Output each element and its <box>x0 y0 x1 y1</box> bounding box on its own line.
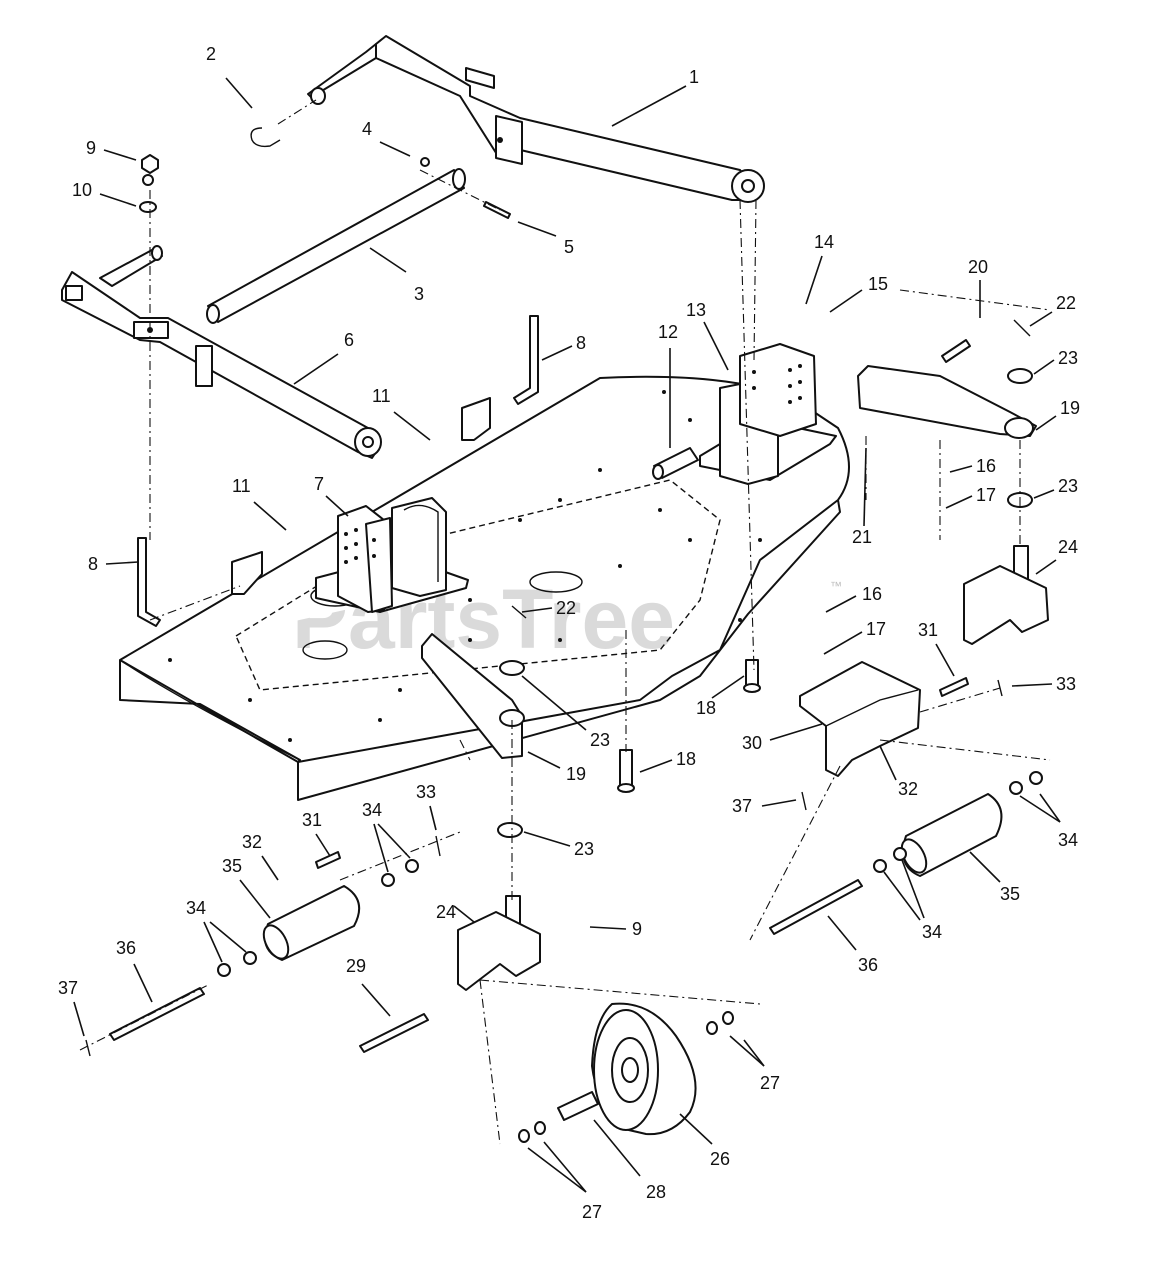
callout-23-c: 23 <box>590 730 610 750</box>
lift-link-rod <box>137 315 539 627</box>
callout-8-lower: 8 <box>88 554 98 574</box>
callout-18-upper: 18 <box>696 698 716 718</box>
callout-32-right: 32 <box>898 779 918 799</box>
pivot-rod <box>206 168 466 324</box>
callout-35-right: 35 <box>1000 884 1020 904</box>
pin <box>652 447 699 480</box>
assembly-centerlines <box>79 99 1051 1145</box>
bolt <box>315 339 971 869</box>
callout-31-right: 31 <box>918 620 938 640</box>
caster-arm-right <box>857 365 1037 439</box>
callout-28: 28 <box>646 1182 666 1202</box>
callout-16-upper: 16 <box>976 456 996 476</box>
washer <box>139 201 157 213</box>
watermark-trademark: ™ <box>830 579 842 593</box>
clevis-pin <box>420 157 511 219</box>
callout-19-left: 19 <box>566 764 586 784</box>
callout-1: 1 <box>689 67 699 87</box>
caster-fork-left <box>457 895 541 991</box>
callout-15: 15 <box>868 274 888 294</box>
link-bracket <box>231 397 491 595</box>
hanger-bracket-front <box>315 497 469 613</box>
hanger-bracket-rear <box>699 343 837 485</box>
callout-labels: 1 2 3 4 5 6 7 8 8 9 9 10 11 11 12 13 14 … <box>58 44 1080 1222</box>
callout-36-right: 36 <box>858 955 878 975</box>
wheel-spacer <box>518 1011 734 1143</box>
callout-13: 13 <box>686 300 706 320</box>
anti-scalp-roller <box>262 793 1003 961</box>
callout-24-left: 24 <box>436 902 456 922</box>
callout-21: 21 <box>852 527 872 547</box>
callout-24-right: 24 <box>1058 537 1078 557</box>
callout-2: 2 <box>206 44 216 64</box>
callout-31-left: 31 <box>302 810 322 830</box>
callout-23-a: 23 <box>1058 348 1078 368</box>
callout-23-d: 23 <box>574 839 594 859</box>
callout-22-right: 22 <box>1056 293 1076 313</box>
callout-36-left: 36 <box>116 938 136 958</box>
callout-4: 4 <box>362 119 372 139</box>
callout-16-lower: 16 <box>862 584 882 604</box>
callout-22-left: 22 <box>556 598 576 618</box>
callout-34-b: 34 <box>186 898 206 918</box>
roller-bracket <box>799 661 921 777</box>
callout-7: 7 <box>314 474 324 494</box>
callout-5: 5 <box>564 237 574 257</box>
caster-fork-right <box>963 545 1049 645</box>
roller-axle <box>109 879 863 1053</box>
callout-11-upper: 11 <box>372 386 391 406</box>
callout-14: 14 <box>814 232 834 252</box>
nut <box>141 154 159 186</box>
lift-arm-assembly <box>307 35 765 203</box>
callout-37-left: 37 <box>58 978 78 998</box>
hairpin-clip <box>250 127 281 148</box>
callout-10: 10 <box>72 180 92 200</box>
callout-18-lower: 18 <box>676 749 696 769</box>
callout-9-upper: 9 <box>86 138 96 158</box>
callout-30: 30 <box>742 733 762 753</box>
callout-29: 29 <box>346 956 366 976</box>
callout-33-right: 33 <box>1056 674 1076 694</box>
callout-8-upper: 8 <box>576 333 586 353</box>
callout-6: 6 <box>344 330 354 350</box>
caster-wheel <box>591 1002 697 1136</box>
callout-27-left: 27 <box>582 1202 602 1222</box>
callout-20: 20 <box>968 257 988 277</box>
cotter-pin <box>85 319 1031 1057</box>
callout-34-d: 34 <box>1058 830 1078 850</box>
callout-9-lower: 9 <box>632 919 642 939</box>
callout-35-left: 35 <box>222 856 242 876</box>
callout-11-lower: 11 <box>232 476 251 496</box>
callout-3: 3 <box>414 284 424 304</box>
callout-19-right: 19 <box>1060 398 1080 418</box>
callout-17-lower: 17 <box>866 619 886 639</box>
callout-34-c: 34 <box>922 922 942 942</box>
callout-34-a: 34 <box>362 800 382 820</box>
callout-37-right: 37 <box>732 796 752 816</box>
callout-17-upper: 17 <box>976 485 996 505</box>
callout-32-left: 32 <box>242 832 262 852</box>
callout-26: 26 <box>710 1149 730 1169</box>
callout-23-b: 23 <box>1058 476 1078 496</box>
callout-33-left: 33 <box>416 782 436 802</box>
lift-arm-left <box>61 245 382 459</box>
mower-deck <box>119 375 850 801</box>
callout-27-right: 27 <box>760 1073 780 1093</box>
callout-12: 12 <box>658 322 678 342</box>
flat-washer <box>217 771 1043 977</box>
